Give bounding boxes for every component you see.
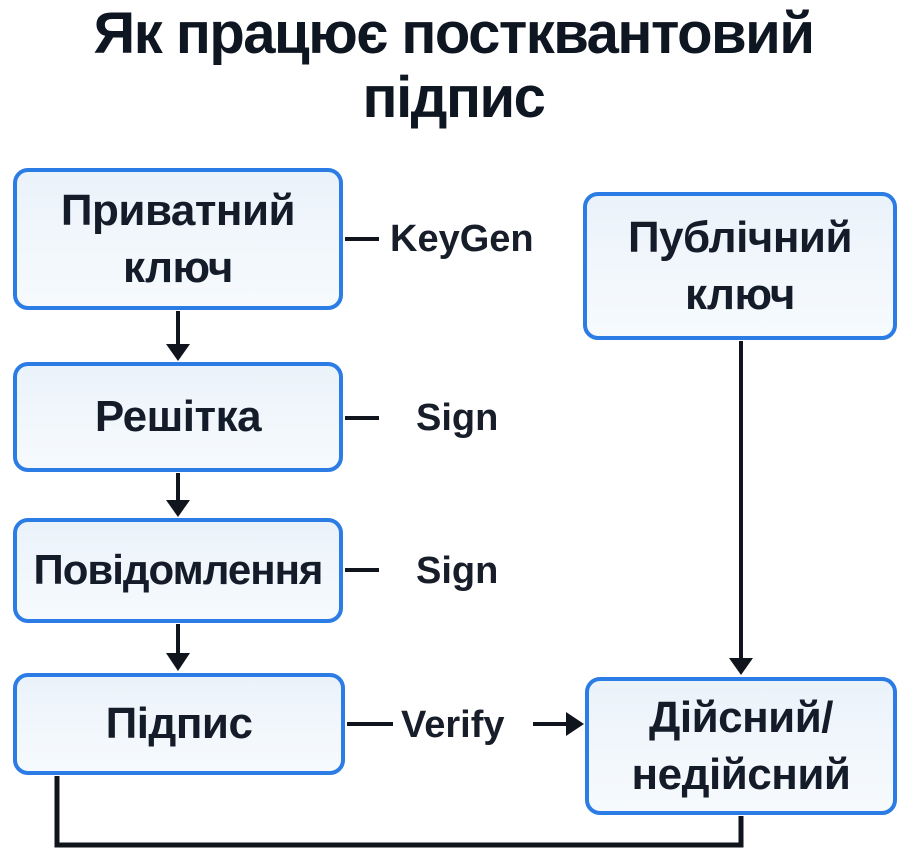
node-message: Повідомлення [13,518,343,623]
node-signature: Підпис [13,673,345,775]
node-message-label: Повідомлення [33,546,324,594]
arrow-lattice-to-message-head [166,500,190,517]
arrow-verify-to-result-head [566,712,584,736]
diagram-title: Як працює постквантовий підпис [93,1,815,130]
node-lattice-label: Решітка [94,392,262,442]
edge-label-verify: Verify [401,704,505,746]
edge-label-sign-2: Sign [416,550,499,592]
arrow-message-to-signature-head [166,653,190,671]
edge-label-keygen: KeyGen [390,218,534,260]
arrow-public-to-result-head [729,658,753,675]
node-signature-label: Підпис [105,699,253,749]
node-result-label: Дійсний/ недійсний [631,692,851,799]
node-private-key: Приватний ключ [13,168,343,310]
edge-label-sign-1: Sign [416,397,499,439]
node-result: Дійсний/ недійсний [585,677,897,815]
node-private-key-label: Приватний ключ [60,185,296,292]
node-lattice: Решітка [13,362,343,472]
arrow-private-to-lattice-head [166,344,190,361]
node-public-key-label: Публічний ключ [627,212,853,319]
node-public-key: Публічний ключ [583,192,897,340]
